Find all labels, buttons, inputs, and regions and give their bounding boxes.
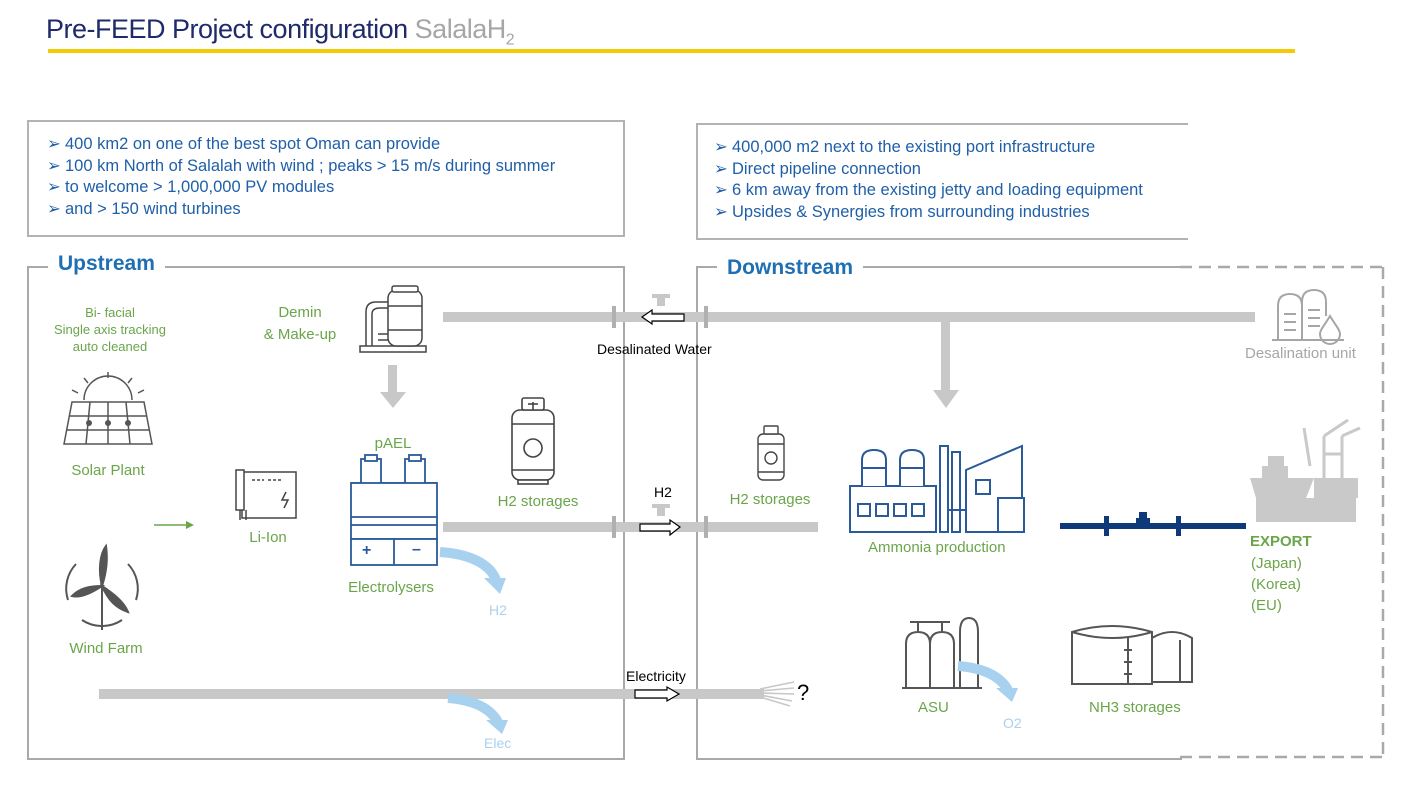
downstream-section — [696, 266, 1182, 760]
brand-name: SalalaH2 — [414, 14, 515, 49]
export-destination: (Korea) — [1251, 576, 1302, 593]
h2-pipe — [443, 522, 818, 532]
electrolysers-label: Electrolysers — [348, 579, 434, 596]
pael-label: pAEL — [374, 435, 412, 452]
info-item: ➢100 km North of Salalah with wind ; pea… — [47, 156, 623, 178]
electricity-arrow-icon — [634, 685, 681, 703]
brand-subscript: 2 — [505, 31, 515, 49]
downstream-section-title: Downstream — [717, 256, 864, 280]
solar-note: Bi- facial Single axis tracking auto cle… — [54, 305, 166, 354]
bullet-arrow-icon: ➢ — [47, 199, 61, 218]
downstream-info-box: ➢400,000 m2 next to the existing port in… — [696, 123, 1188, 240]
demin-unit-icon — [359, 285, 427, 353]
title-underline — [48, 49, 1295, 53]
desalinated-water-label: Desalinated Water — [597, 341, 712, 357]
bullet-arrow-icon: ➢ — [714, 202, 728, 221]
info-item: ➢Upsides & Synergies from surrounding in… — [714, 202, 1188, 224]
wind-farm-label: Wind Farm — [69, 640, 143, 657]
desalination-dashed-boundary — [1180, 265, 1385, 759]
upstream-section-title: Upstream — [48, 252, 165, 276]
upstream-section — [27, 266, 625, 760]
ammonia-production-label: Ammonia production — [868, 539, 1006, 556]
bullet-arrow-icon: ➢ — [714, 181, 728, 199]
water-pipe-down — [941, 317, 950, 393]
info-item: ➢6 km away from the existing jetty and l… — [714, 180, 1188, 202]
o2-output-label: O2 — [1003, 715, 1022, 731]
info-item: ➢and > 150 wind turbines — [47, 199, 623, 221]
minus-terminal: – — [412, 541, 421, 558]
upstream-info-box: ➢400 km2 on one of the best spot Oman ca… — [27, 120, 625, 237]
arrow-down-icon — [380, 392, 406, 408]
bullet-arrow-icon: ➢ — [47, 156, 61, 175]
elec-output-arrow-icon — [447, 693, 508, 734]
nh3-storages-label: NH3 storages — [1089, 699, 1181, 716]
export-destination: (EU) — [1251, 597, 1282, 614]
plus-terminal: + — [362, 542, 372, 559]
export-ship-crane-icon — [1250, 418, 1361, 522]
h2-link-label: H2 — [654, 484, 672, 500]
page-title: Pre-FEED Project configuration SalalaH2 — [46, 14, 515, 49]
desalination-unit-icon — [1272, 288, 1344, 345]
li-ion-battery-icon — [235, 469, 297, 520]
ammonia-plant-icon — [849, 444, 1025, 533]
bullet-arrow-icon: ➢ — [47, 178, 61, 196]
info-item: ➢to welcome > 1,000,000 PV modules — [47, 177, 623, 199]
electricity-label: Electricity — [626, 668, 686, 684]
h2-output-label: H2 — [489, 602, 507, 618]
h2-output-arrow-icon — [439, 547, 506, 594]
question-mark: ? — [797, 680, 810, 705]
downstream-h2-storages-label: H2 storages — [729, 491, 811, 508]
frayed-cable-icon — [759, 681, 795, 707]
export-label: EXPORT — [1250, 533, 1312, 550]
electricity-pipe — [99, 689, 764, 699]
arrow-down-icon — [933, 390, 959, 408]
demin-to-electrolyser-pipe — [388, 365, 397, 395]
export-destinations: (Japan) (Korea) (EU) — [1251, 553, 1302, 616]
elec-output-label: Elec — [484, 735, 512, 751]
info-item: ➢400 km2 on one of the best spot Oman ca… — [47, 134, 623, 156]
water-pipe — [443, 312, 1255, 322]
bullet-arrow-icon: ➢ — [47, 135, 61, 153]
source-to-battery-arrow-icon — [154, 521, 194, 529]
wind-turbine-icon — [65, 543, 139, 630]
solar-panel-icon — [63, 372, 153, 445]
info-item: ➢400,000 m2 next to the existing port in… — [714, 137, 1188, 159]
h2-valve-icon — [612, 504, 708, 538]
title-text: Pre-FEED Project configuration — [46, 14, 408, 44]
bullet-arrow-icon: ➢ — [714, 159, 728, 178]
electrolyser-icon — [350, 454, 438, 566]
export-destination: (Japan) — [1251, 555, 1302, 572]
solar-plant-label: Solar Plant — [71, 462, 145, 479]
downstream-h2-storage-icon — [757, 425, 785, 481]
li-ion-label: Li-Ion — [249, 529, 287, 546]
desalination-unit-label: Desalination unit — [1245, 345, 1356, 362]
o2-output-arrow-icon — [957, 661, 1018, 702]
h2-storage-tank-icon — [511, 397, 555, 485]
info-item: ➢Direct pipeline connection — [714, 159, 1188, 181]
upstream-h2-storages-label: H2 storages — [497, 493, 579, 510]
water-valve-icon — [612, 294, 708, 328]
nh3-storage-tanks-icon — [1071, 625, 1193, 685]
bullet-arrow-icon: ➢ — [714, 138, 728, 156]
asu-label: ASU — [918, 699, 949, 716]
export-pipeline — [1060, 512, 1246, 536]
demin-label: Demin & Make-up — [263, 304, 337, 343]
